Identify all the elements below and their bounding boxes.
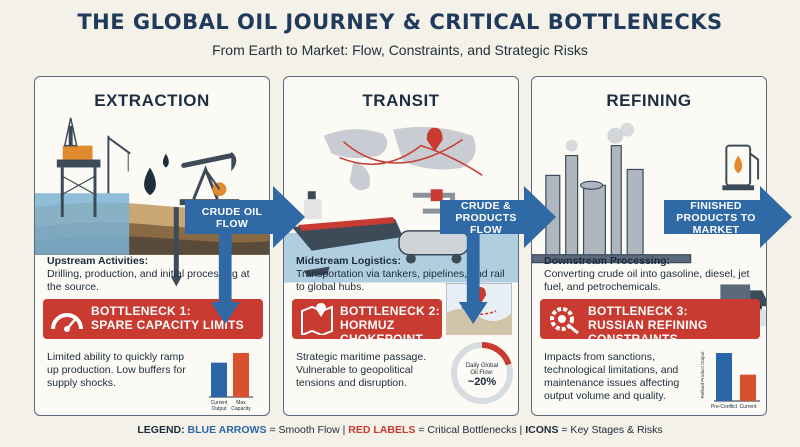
crude-oil-flow-label: CRUDE OIL FLOW: [201, 206, 263, 230]
bottleneck-2-badge: BOTTLENECK 2: HORMUZ CHOKEPOINT: [292, 299, 442, 346]
extraction-description: Upstream Activities: Drilling, productio…: [47, 255, 263, 294]
chart-category-label: Current: [211, 400, 228, 406]
chart-bar: [716, 353, 732, 401]
legend-prefix: LEGEND:: [137, 424, 185, 436]
refining-desc-body: Converting crude oil into gasoline, dies…: [544, 268, 750, 293]
legend: LEGEND: BLUE ARROWS = Smooth Flow | RED …: [0, 424, 800, 436]
fuel-pump-icon: [722, 144, 760, 191]
crane-icon: [107, 135, 131, 194]
refining-desc-head: Downstream Processing:: [544, 255, 671, 267]
crude-products-flow-label: CRUDE & PRODUCTS FLOW: [455, 200, 517, 236]
tanker-ship-icon: [291, 191, 403, 251]
down-flow-arrow-2: [458, 232, 488, 324]
oil-drop-icon: [162, 153, 169, 168]
gear-wrench-icon: [550, 307, 579, 335]
legend-red-desc: = Critical Bottlenecks |: [415, 424, 526, 436]
small-boat-icon: [303, 266, 330, 277]
extraction-desc-head: Upstream Activities:: [47, 255, 149, 267]
donut-label-1: Daily Global: [466, 363, 498, 369]
transit-desc-body: Transportation via tankers, pipelines, a…: [296, 268, 505, 293]
chart-category-label: Capacity: [231, 406, 251, 412]
extraction-title: EXTRACTION: [94, 91, 210, 110]
page-title: THE GLOBAL OIL JOURNEY & CRITICAL BOTTLE…: [77, 10, 723, 34]
chart-bar: [740, 374, 756, 401]
bottleneck-3-title: BOTTLENECK 3:: [588, 304, 688, 318]
finished-products-arrow: [664, 186, 792, 248]
chart-category-label: Current: [740, 404, 757, 410]
chart-bar: [211, 362, 227, 397]
donut-label-2: Oil Flow:: [470, 370, 494, 376]
refining-title: REFINING: [606, 91, 692, 110]
extraction-desc-body: Drilling, production, and initial proces…: [47, 268, 250, 293]
oil-drop-icon: [144, 167, 156, 196]
transit-description: Midstream Logistics: Transportation via …: [296, 255, 512, 294]
transit-impact: Strategic maritime passage. Vulnerable t…: [296, 351, 427, 389]
refinery-icon: [532, 145, 692, 264]
refining-description: Downstream Processing: Converting crude …: [544, 255, 760, 294]
donut-value: ~20%: [468, 376, 497, 388]
finished-products-label: FINISHED PRODUCTS TO MARKET: [676, 200, 756, 236]
refining-impact: Impacts from sanctions, technological li…: [544, 351, 680, 402]
offshore-rig-icon: [56, 117, 101, 218]
legend-blue: BLUE ARROWS: [187, 424, 267, 436]
down-flow-arrow: [210, 232, 240, 324]
chart-category-label: Pre-Conflict: [711, 404, 738, 410]
world-map-icon: [323, 126, 476, 191]
bottleneck-3-badge: BOTTLENECK 3: RUSSIAN REFINING CONSTRAIN…: [540, 299, 760, 346]
map-pin-icon: [301, 303, 333, 335]
transit-panel: TRANSIT: [283, 76, 519, 416]
chart-ylabel: Refined Product Output: [700, 351, 705, 399]
chart-category-label: Output: [211, 406, 227, 412]
transit-desc-head: Midstream Logistics:: [296, 255, 402, 267]
legend-icons: ICONS: [525, 424, 559, 436]
legend-red: RED LABELS: [348, 424, 416, 436]
transit-title: TRANSIT: [362, 91, 440, 110]
rail-tanker-icon: [398, 230, 470, 264]
crude-oil-flow-arrow: [185, 186, 305, 248]
bottleneck-2-sub: HORMUZ CHOKEPOINT: [340, 318, 424, 346]
extraction-impact: Limited ability to quickly ramp up produ…: [47, 351, 186, 389]
legend-icons-desc: = Key Stages & Risks: [558, 424, 663, 436]
page-subtitle: From Earth to Market: Flow, Constraints,…: [212, 42, 588, 58]
gauge-icon: [51, 313, 83, 332]
legend-blue-desc: = Smooth Flow |: [266, 424, 349, 436]
chart-bar: [233, 353, 249, 397]
bottleneck-1-sub: SPARE CAPACITY LIMITS: [91, 318, 244, 332]
transit-scene: [284, 126, 518, 283]
bottleneck-2-title: BOTTLENECK 2:: [340, 304, 440, 318]
bottleneck-3-sub: RUSSIAN REFINING CONSTRAINTS: [588, 318, 708, 346]
refining-panel: REFINING Downstr: [531, 76, 767, 416]
oil-flow-donut: Daily Global Oil Flow: ~20%: [451, 342, 513, 404]
bottleneck-1-title: BOTTLENECK 1:: [91, 304, 191, 318]
chart-category-label: Max: [236, 400, 246, 406]
